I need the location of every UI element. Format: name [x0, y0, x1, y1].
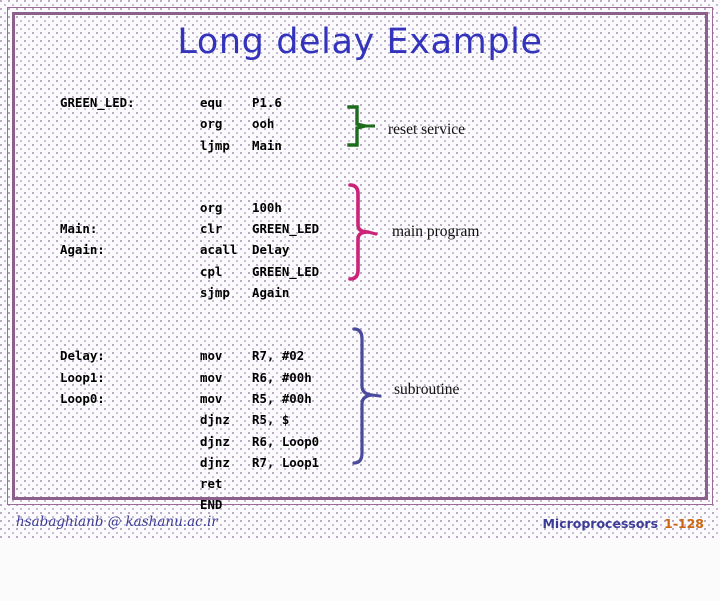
code-label: Loop1:: [60, 369, 105, 385]
code-group-main-program: org 100h Main: clr GREEN_LED Again: acal…: [0, 197, 360, 303]
code-line: djnz R6, Loop0: [0, 431, 360, 452]
code-operand: 100h: [252, 199, 282, 215]
code-mnemonic: djnz: [200, 412, 230, 428]
annotation-subroutine: subroutine: [394, 381, 460, 398]
code-mnemonic: ret: [200, 476, 223, 492]
code-mnemonic: mov: [200, 348, 223, 364]
code-mnemonic: cpl: [200, 263, 223, 279]
footer-email: hsabaghianb @ kashanu.ac.ir: [16, 514, 218, 530]
code-group-subroutine: Delay: mov R7, #02 Loop1: mov R6, #00h L…: [0, 345, 360, 515]
slide-canvas: Long delay Example GREEN_LED: equ P1.6 o…: [0, 0, 720, 540]
code-operand: Main: [252, 137, 282, 153]
code-line: ret: [0, 473, 360, 494]
annotation-main-program: main program: [392, 223, 480, 240]
code-operand: R6, Loop0: [252, 433, 320, 449]
footer-right-group: Microprocessors 1-128: [542, 516, 704, 531]
code-mnemonic: mov: [200, 369, 223, 385]
code-group-reset-service: GREEN_LED: equ P1.6 org ooh ljmp Main: [0, 92, 360, 156]
code-label: Loop0:: [60, 390, 105, 406]
code-line: sjmp Again: [0, 282, 360, 303]
code-operand: R5, #00h: [252, 390, 312, 406]
code-operand: P1.6: [252, 95, 282, 110]
code-mnemonic: mov: [200, 390, 223, 406]
code-mnemonic: djnz: [200, 433, 230, 449]
code-mnemonic: org: [200, 116, 223, 132]
code-operand: Delay: [252, 242, 290, 258]
code-mnemonic: END: [200, 497, 223, 513]
code-line: Again: acall Delay: [0, 239, 360, 260]
code-operand: R5, $: [252, 412, 290, 428]
code-line: org ooh: [0, 113, 360, 134]
code-operand: R6, #00h: [252, 369, 312, 385]
code-label: GREEN_LED:: [60, 95, 135, 110]
assembly-code-listing: GREEN_LED: equ P1.6 org ooh ljmp Main or…: [0, 92, 360, 516]
code-line: cpl GREEN_LED: [0, 261, 360, 282]
code-line: org 100h: [0, 197, 360, 218]
code-operand: Again: [252, 285, 290, 301]
code-line: djnz R5, $: [0, 409, 360, 430]
code-line: djnz R7, Loop1: [0, 452, 360, 473]
code-mnemonic: clr: [200, 221, 223, 237]
code-line: Main: clr GREEN_LED: [0, 218, 360, 239]
code-label: Main:: [60, 221, 98, 237]
code-line: GREEN_LED: equ P1.6: [0, 92, 360, 113]
code-mnemonic: djnz: [200, 454, 230, 470]
code-line: Loop0: mov R5, #00h: [0, 388, 360, 409]
annotation-reset-service: reset service: [388, 121, 466, 138]
code-mnemonic: ljmp: [200, 137, 230, 153]
code-line: Loop1: mov R6, #00h: [0, 367, 360, 388]
code-line: Delay: mov R7, #02: [0, 345, 360, 366]
code-operand: ooh: [252, 116, 275, 132]
code-operand: GREEN_LED: [252, 221, 320, 237]
code-operand: R7, #02: [252, 348, 305, 364]
code-line: ljmp Main: [0, 135, 360, 156]
footer-page-number: 1-128: [664, 516, 704, 531]
page-title: Long delay Example: [177, 22, 543, 62]
slide-frame-outer-border: [7, 7, 713, 505]
footer-course-name: Microprocessors: [542, 516, 659, 531]
code-mnemonic: acall: [200, 242, 238, 258]
code-label: Again:: [60, 242, 105, 258]
code-operand: GREEN_LED: [252, 263, 320, 279]
code-mnemonic: equ: [200, 95, 223, 110]
code-mnemonic: sjmp: [200, 285, 230, 301]
code-line: END: [0, 494, 360, 515]
code-mnemonic: org: [200, 199, 223, 215]
code-operand: R7, Loop1: [252, 454, 320, 470]
code-label: Delay:: [60, 348, 105, 364]
slide-frame-inner-border: [12, 12, 708, 500]
